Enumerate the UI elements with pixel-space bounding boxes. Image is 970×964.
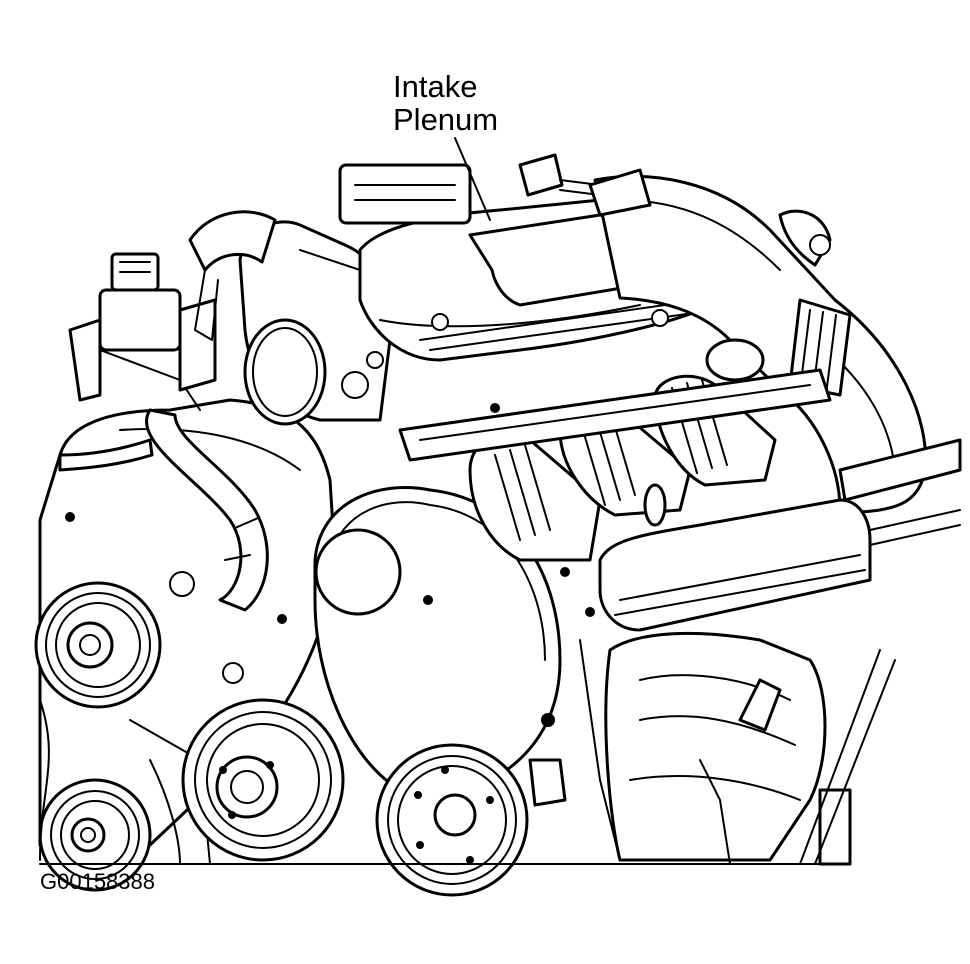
water-pump-pulley: [375, 743, 529, 897]
left-upper-pulley: [34, 581, 162, 709]
cam-cover: [313, 486, 562, 792]
left-lower-pulley: [38, 778, 152, 892]
coolant-hose: [58, 408, 269, 612]
intake-plenum-label: Intake Plenum: [393, 70, 498, 136]
figure-id: G00158388: [40, 869, 155, 894]
egr-valve: [68, 252, 217, 411]
valve-cover: [398, 368, 962, 632]
exhaust-area: [528, 631, 896, 866]
callout-line-2: Plenum: [393, 102, 499, 137]
callout-line-1: Intake: [393, 69, 478, 104]
crank-pulley: [181, 698, 345, 862]
intake-runners: [468, 338, 777, 562]
throttle-body: [188, 210, 393, 426]
plenum-leader-line: [454, 137, 491, 221]
